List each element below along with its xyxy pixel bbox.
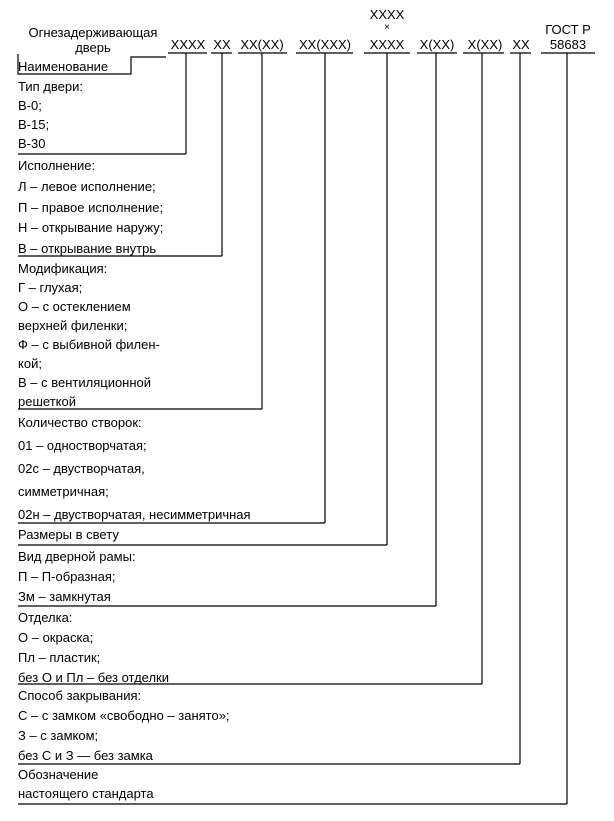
door-title-line1: Огнезадерживающая: [28, 25, 158, 40]
code-door-type: XXXX: [170, 37, 206, 52]
name-box: [17, 54, 166, 75]
section-line: 01 – одностворчатая;: [18, 438, 147, 453]
section-line: Пл – пластик;: [18, 650, 101, 665]
section-leaves: Количество створок: 01 – одностворчатая;…: [18, 411, 251, 526]
section-line: Г – глухая;: [18, 280, 83, 295]
section-line: решеткой: [18, 394, 76, 409]
section-name: Наименование: [18, 57, 108, 76]
code-finish: X(XX): [467, 37, 503, 52]
section-finish: Отделка: О – окраска; Пл – пластик; без …: [18, 608, 169, 688]
section-line: Тип двери:: [18, 79, 83, 94]
code-execution: XX: [213, 37, 231, 52]
section-line: настоящего стандарта: [18, 786, 154, 801]
section-line: В-0;: [18, 98, 42, 113]
door-title-line2: дверь: [75, 40, 111, 55]
code-size-top: XXXX: [369, 7, 405, 22]
section-line: Модификация:: [18, 261, 108, 276]
code-frame: X(XX): [419, 37, 455, 52]
code-size-bottom: XXXX: [369, 37, 405, 52]
section-line: симметричная;: [18, 484, 109, 499]
section-line: Зм – замкнутая: [18, 589, 111, 604]
section-line: Обозначение: [18, 767, 99, 782]
section-line: кой;: [18, 356, 42, 371]
section-line: Количество створок:: [18, 415, 142, 430]
section-line: Размеры в свету: [18, 527, 119, 542]
section-line: С – с замком «свободно – занято»;: [18, 708, 230, 723]
section-line: 02с – двустворчатая,: [18, 461, 145, 476]
section-line: без О и Пл – без отделки: [18, 670, 169, 685]
code-size-times: ×: [384, 22, 390, 33]
section-line: Исполнение:: [18, 158, 96, 173]
section-line: Ф – с выбивной филен-: [18, 337, 160, 352]
section-line: В – открывание внутрь: [18, 241, 157, 257]
section-line: П – правое исполнение;: [18, 199, 164, 215]
standard-designation: ГОСТ Р 58683: [540, 22, 596, 52]
section-door-type: Тип двери: В-0; В-15; В-30: [18, 77, 83, 153]
section-frame: Вид дверной рамы: П – П-образная; Зм – з…: [18, 547, 136, 607]
section-line: В-30: [18, 136, 46, 151]
section-line: Отделка:: [18, 610, 73, 625]
section-line: О – окраска;: [18, 630, 94, 645]
section-line: П – П-образная;: [18, 569, 116, 584]
section-line: Л – левое исполнение;: [18, 178, 156, 194]
section-line: В – с вентиляционной: [18, 375, 152, 390]
section-line: верхней филенки;: [18, 318, 128, 333]
door-title: Огнезадерживающая дверь: [18, 25, 168, 55]
section-modification: Модификация: Г – глухая; О – с остеклени…: [18, 259, 160, 411]
section-line: Вид дверной рамы:: [18, 549, 136, 564]
section-line: О – с остеклением: [18, 299, 131, 314]
section-sizes: Размеры в свету: [18, 525, 119, 544]
standard-line2: 58683: [549, 37, 587, 52]
section-line: Н – открывание наружу;: [18, 220, 164, 236]
section-line: Способ закрывания:: [18, 688, 142, 703]
standard-line1: ГОСТ Р: [545, 22, 591, 37]
code-leaves: XX(XXX): [298, 37, 351, 52]
section-line: З – с замком;: [18, 728, 99, 743]
section-line: 02н – двустворчатая, несимметричная: [18, 507, 251, 522]
code-modification: XX(XX): [240, 37, 284, 52]
section-line: без С и З — без замка: [18, 748, 153, 763]
section-closing: Способ закрывания: С – с замком «свободн…: [18, 686, 230, 766]
section-line: В-15;: [18, 117, 50, 132]
section-standard: Обозначение настоящего стандарта: [18, 765, 154, 803]
code-closing: XX: [512, 37, 530, 52]
section-name-line: Наименование: [18, 59, 109, 74]
section-execution: Исполнение: Л – левое исполнение; П – пр…: [18, 156, 163, 260]
